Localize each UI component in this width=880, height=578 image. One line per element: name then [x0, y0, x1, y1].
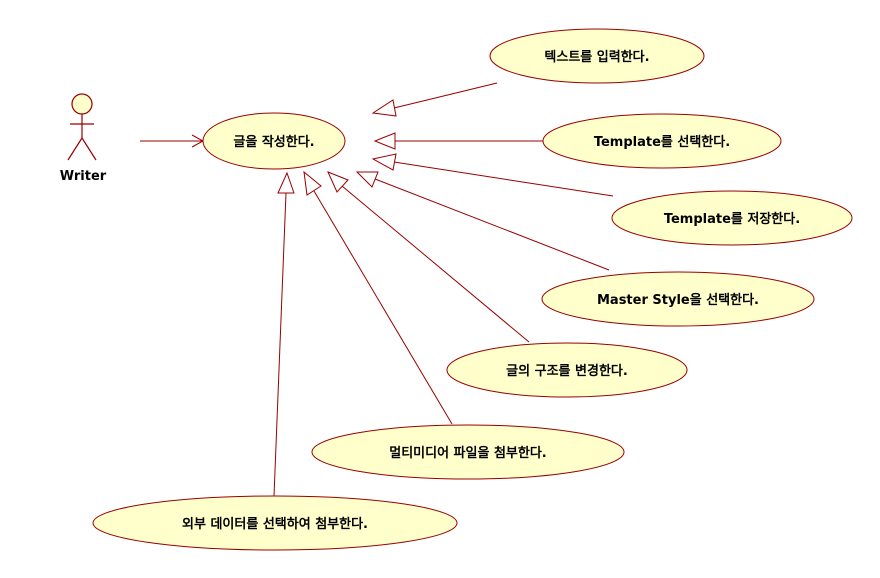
use-case-4-label: Master Style을 선택한다. [597, 292, 759, 308]
use-case-7: 외부 데이터를 선택하여 첨부한다. [92, 495, 458, 551]
generalization-arrowhead-1 [371, 99, 397, 117]
use-case-6: 멀티미디어 파일을 첨부한다. [311, 424, 625, 480]
use-case-1-ellipse [489, 28, 705, 84]
actor-left-leg [67, 137, 83, 161]
use-case-4: Master Style을 선택한다. [541, 271, 815, 327]
association-arrow [140, 134, 205, 148]
actor-label: Writer [60, 169, 107, 184]
generalization-arrowhead-6 [303, 170, 322, 196]
use-case-main-ellipse [202, 112, 346, 170]
use-case-7-ellipse [92, 495, 458, 551]
generalization-arrowhead-3 [371, 153, 397, 171]
generalization-line-7 [273, 192, 287, 497]
generalization-arrowhead-7 [277, 171, 295, 194]
generalization-line-5 [341, 185, 530, 343]
actor-writer: Writer [60, 93, 107, 184]
use-case-4-ellipse [541, 271, 815, 327]
generalization-arrowhead-4 [355, 171, 379, 188]
actor-head [71, 93, 93, 115]
use-case-6-label: 멀티미디어 파일을 첨부한다. [389, 445, 547, 461]
use-case-7-label: 외부 데이터를 선택하여 첨부한다. [182, 516, 368, 532]
use-case-3-ellipse [611, 190, 853, 246]
use-case-main: 글을 작성한다. [202, 112, 346, 170]
actor-right-leg [81, 137, 97, 161]
use-case-main-label: 글을 작성한다. [233, 134, 314, 150]
use-case-5-label: 글의 구조를 변경한다. [506, 363, 628, 379]
use-case-2-label: Template를 선택한다. [594, 134, 730, 150]
generalization-arrowhead-5 [327, 171, 349, 193]
use-case-6-ellipse [311, 424, 625, 480]
generalization-line-4 [374, 178, 610, 271]
use-case-3: Template를 저장한다. [611, 190, 853, 246]
use-case-3-label: Template를 저장한다. [664, 211, 800, 227]
generalization-edges [273, 82, 614, 497]
generalization-arrowhead-2 [373, 132, 396, 150]
generalization-line-6 [313, 190, 453, 425]
use-case-2-ellipse [542, 113, 782, 169]
use-case-1-label: 텍스트를 입력한다. [544, 49, 649, 65]
generalization-line-3 [393, 161, 614, 197]
use-case-5: 글의 구조를 변경한다. [446, 342, 688, 398]
use-case-1: 텍스트를 입력한다. [489, 28, 705, 84]
use-case-5-ellipse [446, 342, 688, 398]
generalization-line-1 [393, 82, 498, 109]
use-case-2: Template를 선택한다. [542, 113, 782, 169]
